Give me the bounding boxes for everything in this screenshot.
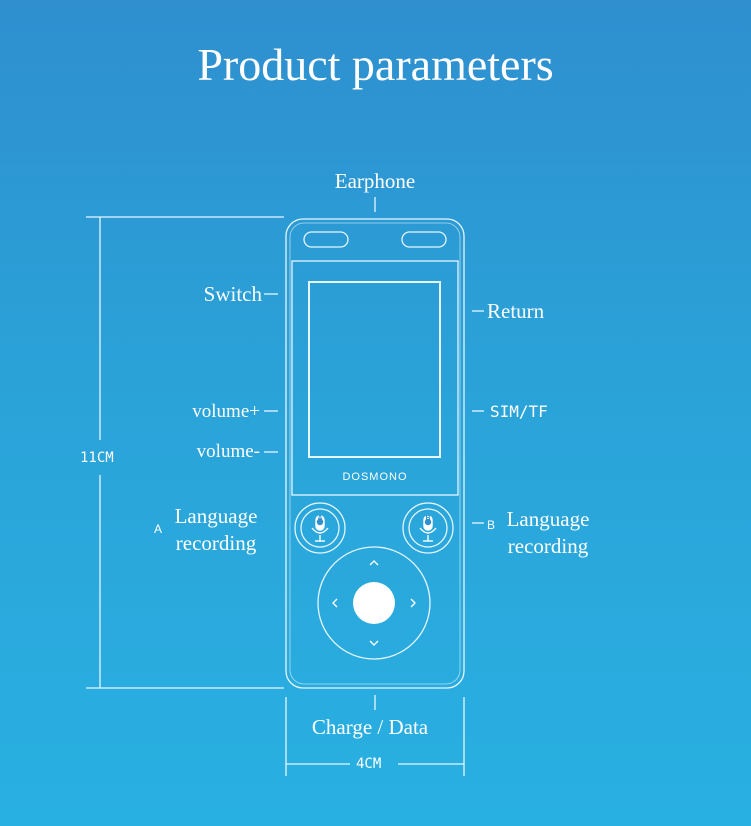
button-a-letter: A [317,515,323,522]
screen-frame [291,260,459,496]
dpad-ring [317,546,431,660]
label-volume-plus: volume+ [192,401,260,422]
dpad-down-icon [369,640,379,646]
dpad-left-icon [332,598,338,608]
device-brand: DOSMONO [342,471,408,483]
marker-a: A [154,522,163,536]
earphone-slot-left [303,231,349,248]
label-language-recording-a: Language recording [174,504,258,555]
button-b-outer [402,502,454,554]
dpad-center [353,582,395,624]
label-switch: Switch [203,282,262,306]
button-b-inner [408,508,448,548]
marker-b: B [487,518,496,532]
device-body [285,218,465,689]
page-title: Product parameters [197,39,554,90]
button-a-outer [294,502,346,554]
label-volume-minus: volume- [196,441,260,462]
dimension-height: 11CM [80,450,114,466]
screen [308,281,441,458]
dpad-up-icon [369,560,379,566]
label-language-recording-b: Language recording [506,507,590,558]
button-b-letter: B [425,515,431,522]
dpad-right-icon [410,598,416,608]
device-body-inner [289,222,461,685]
label-return: Return [487,299,545,323]
earphone-slot-right [401,231,447,248]
label-sim-tf: SIM/TF [490,402,548,421]
dimension-width: 4CM [356,756,382,772]
label-charge-data: Charge / Data [311,715,429,739]
button-a-inner [300,508,340,548]
label-earphone: Earphone [334,169,416,193]
